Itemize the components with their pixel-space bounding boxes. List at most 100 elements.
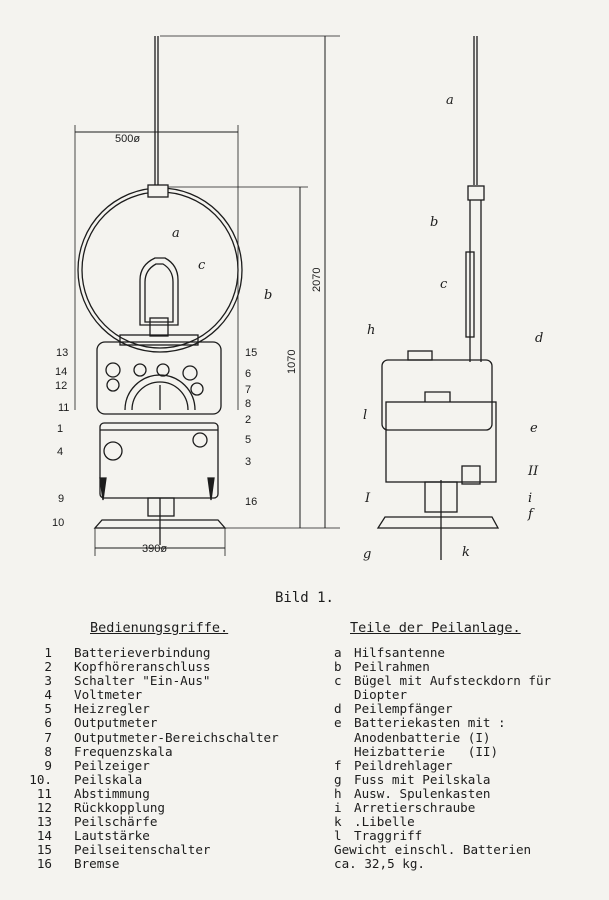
bracket	[139, 257, 179, 326]
item-key: 10.	[29, 771, 52, 787]
list-item: 7 Outputmeter-Bereichschalter	[6, 729, 279, 745]
item-text: Kopfhöreranschluss	[74, 659, 211, 675]
item-text: .Libelle	[354, 814, 415, 830]
battery-box	[99, 422, 219, 499]
receiver-body	[96, 341, 222, 415]
figure-caption: Bild 1.	[274, 590, 334, 606]
list-item: Anodenbatterie (I)	[334, 729, 551, 745]
callout-4: 4	[57, 446, 63, 458]
item-key: 15	[36, 842, 52, 858]
weight-note-1: Gewicht einschl. Batterien	[334, 842, 532, 857]
item-key: g	[334, 771, 342, 787]
item-key: 16	[36, 856, 52, 872]
item-key: 8	[44, 743, 52, 759]
parts-heading: Teile der Peilanlage.	[350, 620, 521, 636]
item-text: Diopter	[354, 687, 408, 703]
item-text: Arretierschraube	[354, 800, 476, 816]
item-text: Peilschärfe	[74, 814, 158, 830]
item-text: Abstimmung	[74, 785, 150, 801]
callout-9: 9	[58, 493, 64, 505]
item-text: Schalter "Ein-Aus"	[74, 673, 211, 689]
front-letter-c: c	[198, 258, 206, 273]
side-letter-c: c	[440, 277, 448, 292]
item-text: Bügel mit Aufsteckdorn für	[354, 673, 552, 689]
item-text: Hilfsantenne	[354, 645, 445, 660]
callout-7: 7	[245, 384, 251, 396]
loop-frame	[77, 187, 243, 353]
callout-10: 10	[52, 517, 64, 529]
side-letter-k: k	[462, 545, 470, 560]
list-item: a Hilfsantenne	[334, 645, 551, 660]
controls-heading: Bedienungsgriffe.	[90, 620, 229, 636]
item-key: 6	[44, 715, 52, 731]
list-item: g Fuss mit Peilskala	[334, 771, 551, 787]
item-key: 7	[44, 729, 52, 745]
callout-13: 13	[56, 347, 68, 359]
technical-drawing: 500ø 390ø 2070 1070 13 14 12 11 1 4 9 10…	[52, 35, 543, 562]
item-text: Fuss mit Peilskala	[354, 771, 491, 787]
item-text: Peilempfänger	[354, 701, 453, 717]
list-item: 15 Peilseitenschalter	[6, 843, 279, 857]
item-text: Outputmeter-Bereichschalter	[74, 729, 279, 745]
callout-5: 5	[245, 434, 251, 446]
item-text: Ausw. Spulenkasten	[354, 785, 491, 801]
list-item: e Batteriekasten mit :	[334, 716, 551, 730]
base	[93, 519, 227, 529]
list-item: i Arretierschraube	[334, 800, 551, 816]
side-letter-b: b	[430, 215, 438, 230]
item-key: 5	[44, 701, 52, 717]
item-key: 3	[44, 673, 52, 689]
callout-6: 6	[245, 368, 251, 380]
callout-15: 15	[245, 347, 257, 359]
item-text: Batteriekasten mit :	[354, 715, 506, 731]
dim-base-label: 390ø	[142, 543, 167, 555]
item-key: 9	[44, 757, 52, 773]
item-text: Heizbatterie (II)	[354, 743, 499, 759]
list-item: 10.Peilskala	[6, 771, 279, 787]
side-letter-g: g	[363, 547, 371, 562]
item-key: k	[334, 814, 342, 830]
side-view	[376, 36, 500, 560]
item-text: Frequenzskala	[74, 743, 173, 759]
side-letter-a: a	[446, 93, 454, 108]
item-text: Batterieverbindung	[74, 645, 211, 660]
side-letter-I: I	[364, 491, 371, 506]
item-text: Peilseitenschalter	[74, 842, 211, 858]
item-key: d	[334, 701, 342, 717]
list-item: 6 Outputmeter	[6, 716, 279, 730]
callout-11: 11	[58, 402, 69, 414]
item-text: Anodenbatterie (I)	[354, 729, 491, 745]
item-key: i	[334, 800, 342, 816]
item-key: 4	[44, 687, 52, 703]
list-item: k .Libelle	[334, 815, 551, 829]
callout-1: 1	[57, 423, 63, 435]
item-text: Traggriff	[354, 828, 423, 844]
side-letter-l: l	[363, 408, 367, 423]
side-letter-f: f	[527, 507, 535, 522]
item-key: 13	[36, 814, 52, 830]
item-key: 12	[36, 800, 52, 816]
side-letter-d: d	[535, 331, 543, 346]
side-receiver	[381, 359, 493, 431]
front-view	[74, 35, 340, 556]
callout-14: 14	[55, 366, 67, 378]
callout-16: 16	[245, 496, 257, 508]
list-item: 3 Schalter "Ein-Aus"	[6, 674, 279, 688]
callout-3: 3	[245, 456, 251, 468]
side-base	[376, 516, 500, 529]
item-text: Outputmeter	[74, 715, 158, 731]
item-text: Peildrehlager	[354, 757, 453, 773]
callout-2: 2	[245, 414, 251, 426]
item-key: a	[334, 645, 342, 660]
dim-mid-label: 1070	[286, 350, 298, 374]
item-key: e	[334, 715, 342, 731]
list-item: d Peilempfänger	[334, 702, 551, 716]
